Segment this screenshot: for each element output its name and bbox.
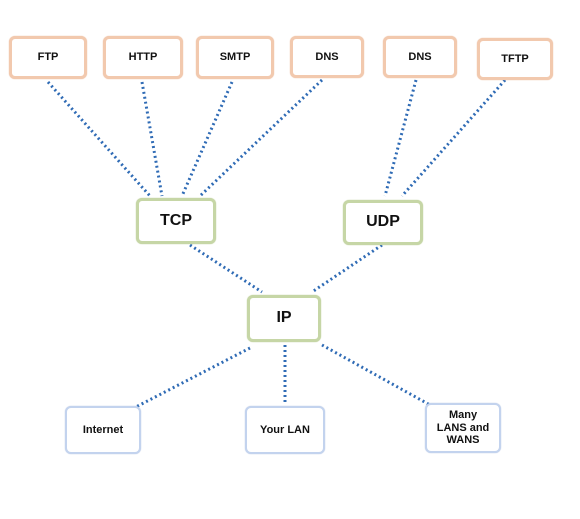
connector-tcp-ip — [189, 243, 263, 294]
node-internet-label: Internet — [82, 423, 124, 436]
node-many-lans-wans-label: Many LANS and WANS — [436, 409, 490, 447]
node-http: HTTP — [103, 36, 183, 79]
node-your-lan-label: Your LAN — [260, 423, 310, 436]
connector-http-tcp — [140, 81, 164, 197]
node-tftp-label: TFTP — [501, 52, 529, 65]
node-dns-tcp-label: DNS — [315, 50, 339, 63]
node-udp: UDP — [343, 200, 423, 245]
node-ip-label: IP — [276, 309, 292, 327]
connector-udp-ip — [311, 243, 383, 294]
connector-ip-wan — [321, 343, 431, 407]
connector-ftp-tcp — [46, 80, 152, 198]
connector-smtp-tcp — [180, 81, 234, 197]
node-many-lans-wans: Many LANS and WANS — [425, 403, 501, 453]
connector-tftp-udp — [400, 79, 507, 197]
node-udp-label: UDP — [366, 213, 400, 231]
node-internet: Internet — [65, 406, 141, 454]
connector-dnstcp-tcp — [198, 78, 324, 198]
node-tcp-label: TCP — [160, 211, 192, 229]
node-your-lan: Your LAN — [245, 406, 325, 454]
node-http-label: HTTP — [128, 51, 158, 64]
node-ip: IP — [247, 295, 321, 342]
node-ftp: FTP — [9, 36, 87, 79]
node-dns-udp-label: DNS — [408, 50, 432, 63]
node-dns-tcp: DNS — [290, 36, 364, 78]
node-tcp: TCP — [136, 198, 216, 244]
connector-dnsudp-udp — [383, 79, 418, 197]
node-smtp: SMTP — [196, 36, 274, 79]
node-dns-udp: DNS — [383, 36, 457, 78]
node-tftp: TFTP — [477, 38, 553, 80]
connector-ip-internet — [129, 346, 251, 412]
node-smtp-label: SMTP — [219, 51, 251, 64]
node-ftp-label: FTP — [37, 51, 59, 64]
